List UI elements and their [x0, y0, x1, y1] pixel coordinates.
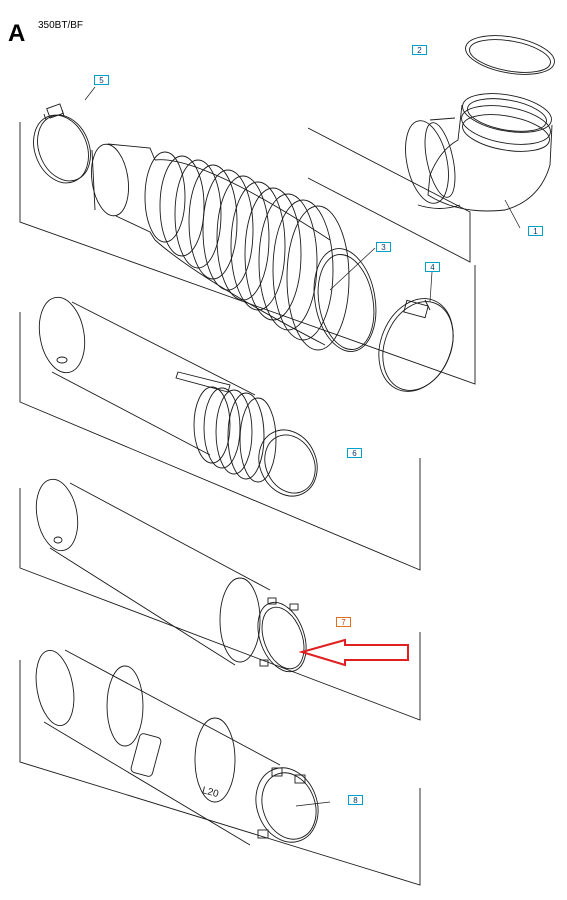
part-6-tube [38, 296, 318, 497]
callout-part-4[interactable]: 4 [425, 262, 440, 272]
part-4-clamp [378, 298, 454, 392]
callout-part-6[interactable]: 6 [347, 448, 362, 458]
part-8-tube [35, 649, 319, 846]
tube-8-marking: L20 [201, 785, 220, 800]
part-1-elbow [405, 93, 553, 212]
part-5-clamp [33, 103, 91, 184]
callout-part-3[interactable]: 3 [376, 242, 391, 252]
plane-outline-tube-8 [19, 660, 421, 886]
plane-outline-elbow [307, 127, 471, 263]
leader-lines [84, 86, 521, 807]
model-label: 350BT/BF [38, 20, 84, 31]
part-2-ring [465, 35, 555, 75]
callout-part-8[interactable]: 8 [348, 795, 363, 805]
callout-part-2[interactable]: 2 [412, 45, 427, 55]
part-3-bellows [91, 143, 377, 352]
callout-part-7[interactable]: 7 [336, 617, 351, 627]
plane-outline-tube-7 [19, 488, 421, 721]
sheet-letter: A [8, 20, 26, 47]
highlight-arrow [298, 638, 409, 667]
plane-outline-tube-6 [19, 312, 421, 571]
callout-part-5[interactable]: 5 [94, 75, 109, 85]
callout-part-1[interactable]: 1 [528, 226, 543, 236]
part-7-tube [35, 478, 307, 673]
